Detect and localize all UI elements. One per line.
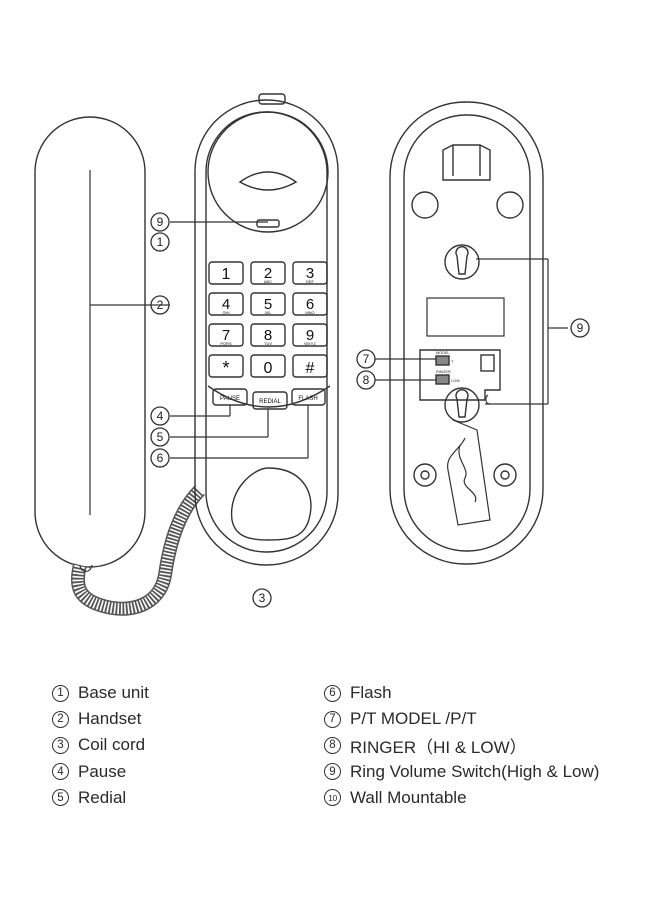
key-0: 0 — [264, 360, 273, 377]
legend-item: 5 Redial — [52, 785, 382, 811]
callout-4: 4 — [157, 409, 164, 423]
key-9-digit: 9 — [306, 327, 314, 344]
key-2-letters: ABC — [264, 279, 272, 284]
legend-label: Handset — [78, 709, 142, 729]
legend-number: 9 — [324, 763, 341, 781]
model-switch-value: T — [451, 360, 454, 364]
legend-label: Ring Volume Switch(High & Low) — [350, 761, 600, 781]
callout-1: 1 — [157, 235, 164, 249]
legend-item: 9 Ring Volume Switch(High & Low) — [324, 759, 654, 785]
legend-number: 4 — [52, 763, 69, 781]
base-unit-back — [389, 101, 544, 565]
legend-label: Coil cord — [78, 735, 146, 755]
key-5-digit: 5 — [264, 296, 272, 313]
legend-number: 2 — [52, 710, 69, 728]
key-hash: # — [306, 360, 315, 377]
key-7-digit: 7 — [222, 327, 230, 344]
model-switch-label: MODEL — [436, 351, 450, 355]
callout-6: 6 — [157, 451, 164, 465]
key-5-letters: JKL — [265, 310, 273, 315]
callout-2: 2 — [157, 298, 164, 312]
keypad — [208, 261, 328, 378]
callout-5: 5 — [157, 430, 164, 444]
key-3-letters: DEF — [306, 279, 315, 284]
legend-label: Flash — [350, 683, 392, 703]
coil-cord-illustration — [70, 485, 206, 616]
callout-7: 7 — [363, 352, 370, 366]
key-star: * — [222, 358, 229, 378]
legend-number: 1 — [52, 684, 69, 702]
key-4-digit: 4 — [222, 296, 230, 313]
key-6-digit: 6 — [306, 296, 314, 313]
phone-diagram: 9 1 2 4 5 6 3 7 8 9 1 2 ABC 3 DEF 4 GHI … — [34, 93, 590, 616]
legend-number: 7 — [324, 710, 341, 728]
legend-item: 2 Handset — [52, 706, 382, 732]
legend-label: Redial — [78, 787, 127, 807]
ringer-switch-value: LOW — [451, 379, 460, 383]
ringer-switch-label: RINGER — [436, 370, 451, 374]
legend-item: 7 P/T MODEL /P/T — [324, 706, 654, 732]
key-8-letters: TUV — [264, 341, 272, 346]
redial-key-label: REDIAL — [259, 399, 281, 405]
legend-label: P/T MODEL /P/T — [350, 709, 477, 729]
legend-item: 4 Pause — [52, 759, 382, 785]
key-4-letters: GHI — [222, 310, 229, 315]
legend-number: 6 — [324, 684, 341, 702]
legend-label: RINGER（HI & LOW） — [350, 737, 527, 757]
legend-label: Pause — [78, 761, 127, 781]
callout-8: 8 — [363, 373, 370, 387]
legend-number: 8 — [324, 736, 341, 754]
legend-right: 6 Flash 7 P/T MODEL /P/T 8 RINGER（HI & LOW）… — [324, 680, 654, 811]
key-8-digit: 8 — [264, 327, 272, 344]
legend-item: 8 RINGER（HI & LOW） — [324, 732, 654, 758]
callout-9-back: 9 — [577, 321, 584, 335]
callout-9-front: 9 — [157, 215, 164, 229]
legend-number: 10 — [324, 789, 341, 807]
legend-number: 5 — [52, 789, 69, 807]
legend-item: 10 Wall Mountable — [324, 785, 654, 811]
legend-number: 3 — [52, 736, 69, 754]
pause-key-label: PAUSE — [220, 396, 240, 402]
leader-lines — [90, 221, 568, 459]
callout-circles — [150, 212, 590, 608]
legend-label: Wall Mountable — [350, 787, 467, 807]
flash-key-label: FLASH — [298, 396, 317, 402]
legend-item: 6 Flash — [324, 680, 654, 706]
legend-item: 1 Base unit — [52, 680, 382, 706]
key-7-letters: PQRS — [220, 341, 232, 346]
handset-illustration — [34, 116, 146, 568]
key-9-letters: WXYZ — [304, 341, 316, 346]
legend-item: 3 Coil cord — [52, 732, 382, 758]
key-3-digit: 3 — [306, 265, 314, 282]
key-1-digit: 1 — [222, 266, 231, 283]
key-6-letters: MNO — [305, 310, 314, 315]
legend-label: Base unit — [78, 683, 149, 703]
key-2-digit: 2 — [264, 265, 272, 282]
callout-3: 3 — [259, 591, 266, 605]
